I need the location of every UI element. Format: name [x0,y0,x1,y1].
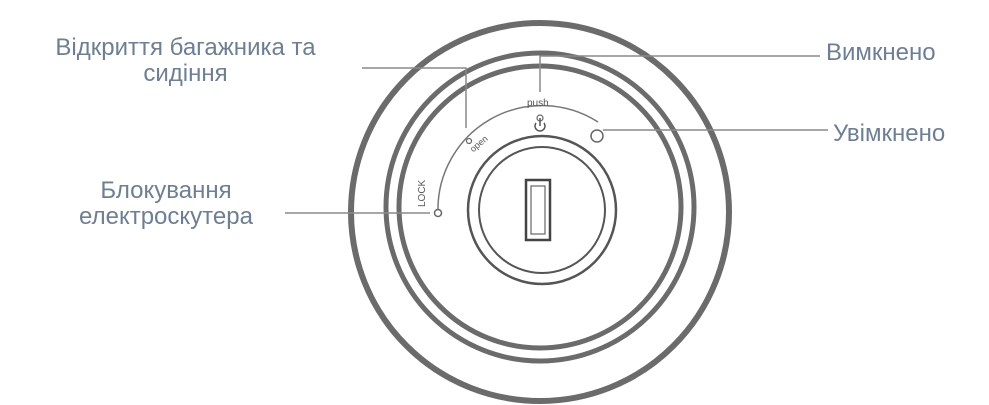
power-symbol-icon [535,118,545,131]
trunk-seat-label-line2: сидіння [8,61,363,87]
open-position-marker [467,139,472,144]
off-label: Вимкнено [826,40,936,66]
trunk-seat-label-line1: Відкриття багажника та [8,35,363,61]
key-slot-inner [531,186,545,234]
open-text: open [468,134,490,155]
key-cylinder-inner [479,147,605,273]
scooter-lock-label-line2: електроскутера [46,204,286,230]
position-arc [438,106,598,213]
push-text: push [527,98,549,109]
trunk-seat-label: Відкриття багажника та сидіння [8,35,363,87]
lock-text: LOCK [417,179,428,207]
on-label: Увімкнено [833,121,945,147]
scooter-lock-label-line1: Блокування [46,178,286,204]
on-position-marker [591,130,603,142]
key-slot [526,180,550,240]
lock-position-marker [435,210,442,217]
key-cylinder-outer [468,136,616,284]
scooter-lock-label: Блокування електроскутера [46,178,286,230]
